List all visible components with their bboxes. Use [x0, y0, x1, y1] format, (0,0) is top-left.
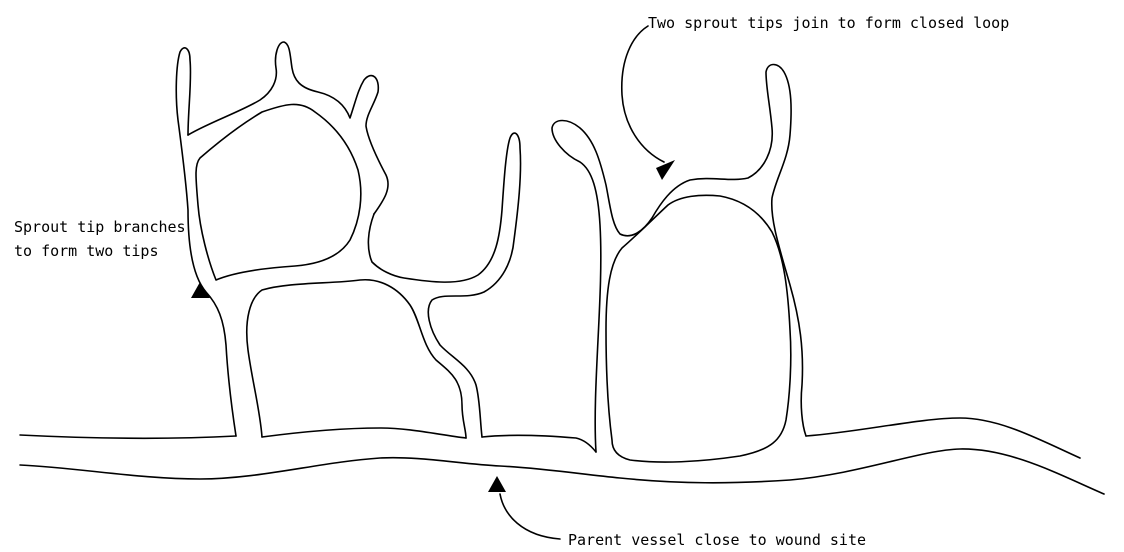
sprout-branches-label-line1: Sprout tip branches [14, 218, 186, 236]
left-sprout-network [176, 42, 520, 438]
parent-vessel-leader-line [500, 494, 560, 539]
closed-loop-label: Two sprout tips join to form closed loop [648, 14, 1009, 32]
parent-vessel-lower-wall [20, 449, 1104, 494]
left-top-branch [188, 42, 388, 214]
sprout-branches-arrowhead [191, 282, 210, 298]
parent-vessel-arrowhead [488, 476, 506, 492]
closed-loop-arrowhead [656, 160, 675, 180]
parent-vessel-upper-wall [20, 435, 236, 438]
closed-loop-leader-line [622, 26, 664, 162]
annotation-sprout-branches: Sprout tip branches to form two tips [14, 218, 210, 298]
right-closed-loop [552, 65, 806, 463]
annotation-closed-loop: Two sprout tips join to form closed loop [622, 14, 1009, 180]
left-outer-wall [176, 48, 236, 436]
parent-vessel-upper-wall-seg2 [262, 428, 466, 438]
left-inner-top-loop [196, 104, 361, 280]
sprout-branches-label-line2: to form two tips [14, 242, 159, 260]
parent-vessel-label: Parent vessel close to wound site [568, 531, 866, 549]
annotation-parent-vessel: Parent vessel close to wound site [488, 476, 866, 549]
left-right-branch [368, 133, 520, 437]
left-inner-trunk [247, 280, 466, 438]
parent-vessel-upper-wall-seg4 [806, 418, 1080, 458]
parent-vessel-upper-wall-seg3 [482, 435, 596, 452]
right-loop-outer-wall [552, 65, 806, 453]
parent-vessel [20, 418, 1104, 494]
